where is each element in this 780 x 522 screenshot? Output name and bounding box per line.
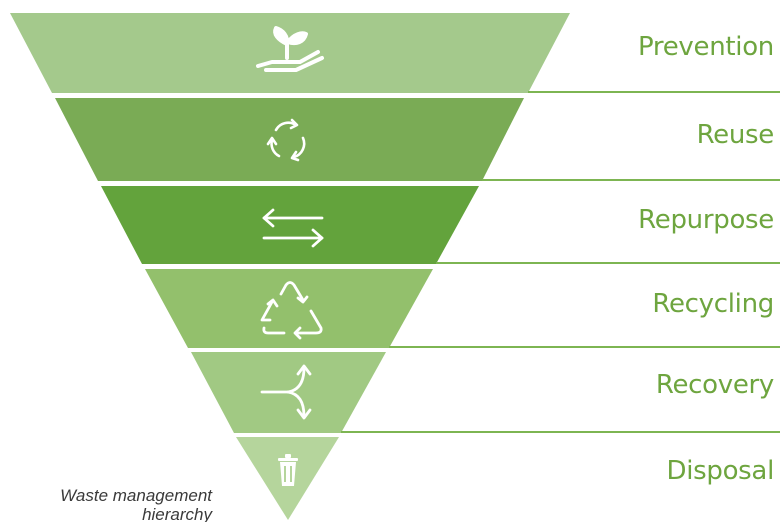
level-label-prevention: Prevention <box>637 32 774 62</box>
divider-rule <box>389 346 780 348</box>
level-label-recovery: Recovery <box>655 370 774 400</box>
divider-rule <box>341 431 780 433</box>
divider-rule <box>436 262 780 264</box>
cycle-arrows-icon <box>266 118 306 162</box>
split-arrows-icon <box>260 364 312 420</box>
recycle-icon <box>260 281 323 340</box>
level-label-disposal: Disposal <box>666 456 774 486</box>
band-recycling <box>145 269 433 348</box>
figure-caption: Waste management hierarchy <box>60 486 212 522</box>
hand-plant-icon <box>256 26 324 72</box>
divider-rule <box>482 179 780 181</box>
level-label-recycling: Recycling <box>652 289 774 319</box>
band-repurpose <box>101 186 479 264</box>
level-label-reuse: Reuse <box>696 120 775 150</box>
trash-can-icon <box>278 454 298 486</box>
band-reuse <box>55 98 524 181</box>
band-prevention <box>10 13 570 93</box>
divider-rule <box>528 91 780 93</box>
level-label-repurpose: Repurpose <box>638 205 774 235</box>
swap-arrows-icon <box>262 208 324 248</box>
